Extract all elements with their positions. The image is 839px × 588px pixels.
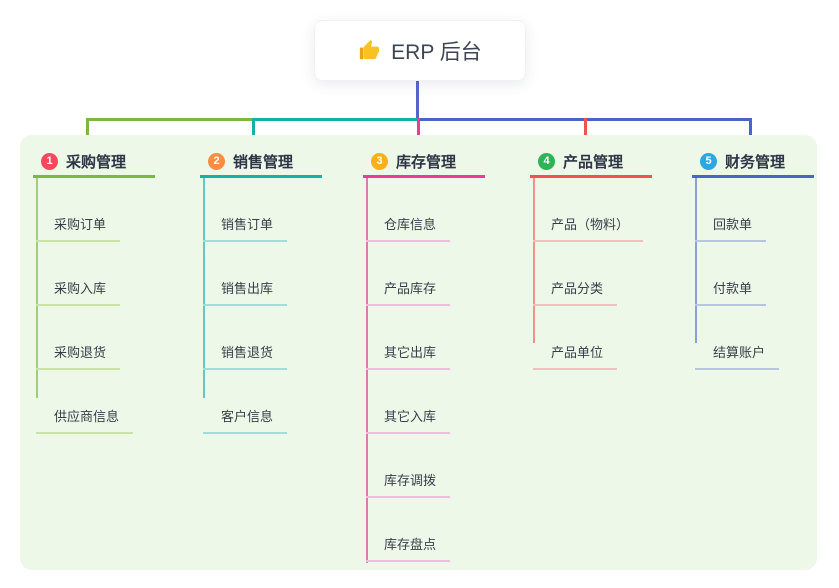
branch-header[interactable]: 5 财务管理 (692, 148, 814, 178)
child-node[interactable]: 出库库明细 (366, 562, 463, 588)
child-node[interactable]: 供应商信息 (36, 370, 134, 434)
branch-label: 库存管理 (396, 154, 457, 171)
branch-trunk-line (533, 178, 535, 343)
branch-label: 采购管理 (66, 154, 127, 171)
child-node[interactable]: 回款单 (695, 178, 767, 242)
branch-children: 仓库信息产品库存其它出库其它入库库存调拨库存盘点出库库明细 (363, 178, 513, 588)
branch-label: 产品管理 (563, 154, 624, 171)
connector-line (417, 118, 420, 150)
branch-label: 销售管理 (233, 154, 294, 171)
branch-column: 1 采购管理采购订单采购入库采购退货供应商信息 (33, 148, 183, 434)
branch-trunk-line (695, 178, 697, 343)
connector-line (86, 118, 89, 150)
child-node[interactable]: 仓库信息 (366, 178, 451, 242)
branch-column: 4 产品管理产品（物料）产品分类产品单位 (530, 148, 680, 370)
branch-trunk-line (366, 178, 368, 563)
connector-line (749, 118, 752, 150)
child-node[interactable]: 付款单 (695, 242, 767, 306)
thumbs-up-icon (358, 39, 381, 62)
branch-children: 回款单付款单结算账户 (692, 178, 839, 370)
child-node[interactable]: 客户信息 (203, 370, 288, 434)
branch-column: 5 财务管理回款单付款单结算账户 (692, 148, 839, 370)
root-node[interactable]: ERP 后台 (314, 20, 526, 81)
branch-trunk-line (36, 178, 38, 398)
connector-line (252, 118, 255, 150)
connector-line (86, 118, 252, 121)
child-node[interactable]: 产品单位 (533, 306, 618, 370)
child-node[interactable]: 销售出库 (203, 242, 288, 306)
branch-column: 2 销售管理销售订单销售出库销售退货客户信息 (200, 148, 350, 434)
branch-header[interactable]: 3 库存管理 (363, 148, 485, 178)
branch-index-badge: 3 (371, 153, 388, 170)
branch-index-badge: 4 (538, 153, 555, 170)
branch-children: 销售订单销售出库销售退货客户信息 (200, 178, 350, 434)
branch-label: 财务管理 (725, 154, 786, 171)
connector-line (416, 81, 419, 121)
child-node[interactable]: 库存盘点 (366, 498, 451, 562)
child-node[interactable]: 采购退货 (36, 306, 121, 370)
branch-column: 3 库存管理仓库信息产品库存其它出库其它入库库存调拨库存盘点出库库明细 (363, 148, 513, 588)
child-node[interactable]: 销售订单 (203, 178, 288, 242)
child-node[interactable]: 采购订单 (36, 178, 121, 242)
branch-index-badge: 1 (41, 153, 58, 170)
connector-line (584, 118, 587, 150)
branch-children: 采购订单采购入库采购退货供应商信息 (33, 178, 183, 434)
branch-index-badge: 5 (700, 153, 717, 170)
child-node[interactable]: 产品库存 (366, 242, 451, 306)
child-node[interactable]: 产品（物料） (533, 178, 644, 242)
child-node[interactable]: 采购入库 (36, 242, 121, 306)
branch-trunk-line (203, 178, 205, 398)
child-node[interactable]: 其它入库 (366, 370, 451, 434)
child-node[interactable]: 产品分类 (533, 242, 618, 306)
child-node[interactable]: 结算账户 (695, 306, 780, 370)
branch-header[interactable]: 4 产品管理 (530, 148, 652, 178)
branch-index-badge: 2 (208, 153, 225, 170)
child-node[interactable]: 销售退货 (203, 306, 288, 370)
branch-header[interactable]: 2 销售管理 (200, 148, 322, 178)
child-node[interactable]: 其它出库 (366, 306, 451, 370)
root-node-label: ERP 后台 (391, 40, 482, 64)
branch-children: 产品（物料）产品分类产品单位 (530, 178, 680, 370)
connector-line (252, 118, 417, 121)
child-node[interactable]: 库存调拨 (366, 434, 451, 498)
branch-header[interactable]: 1 采购管理 (33, 148, 155, 178)
